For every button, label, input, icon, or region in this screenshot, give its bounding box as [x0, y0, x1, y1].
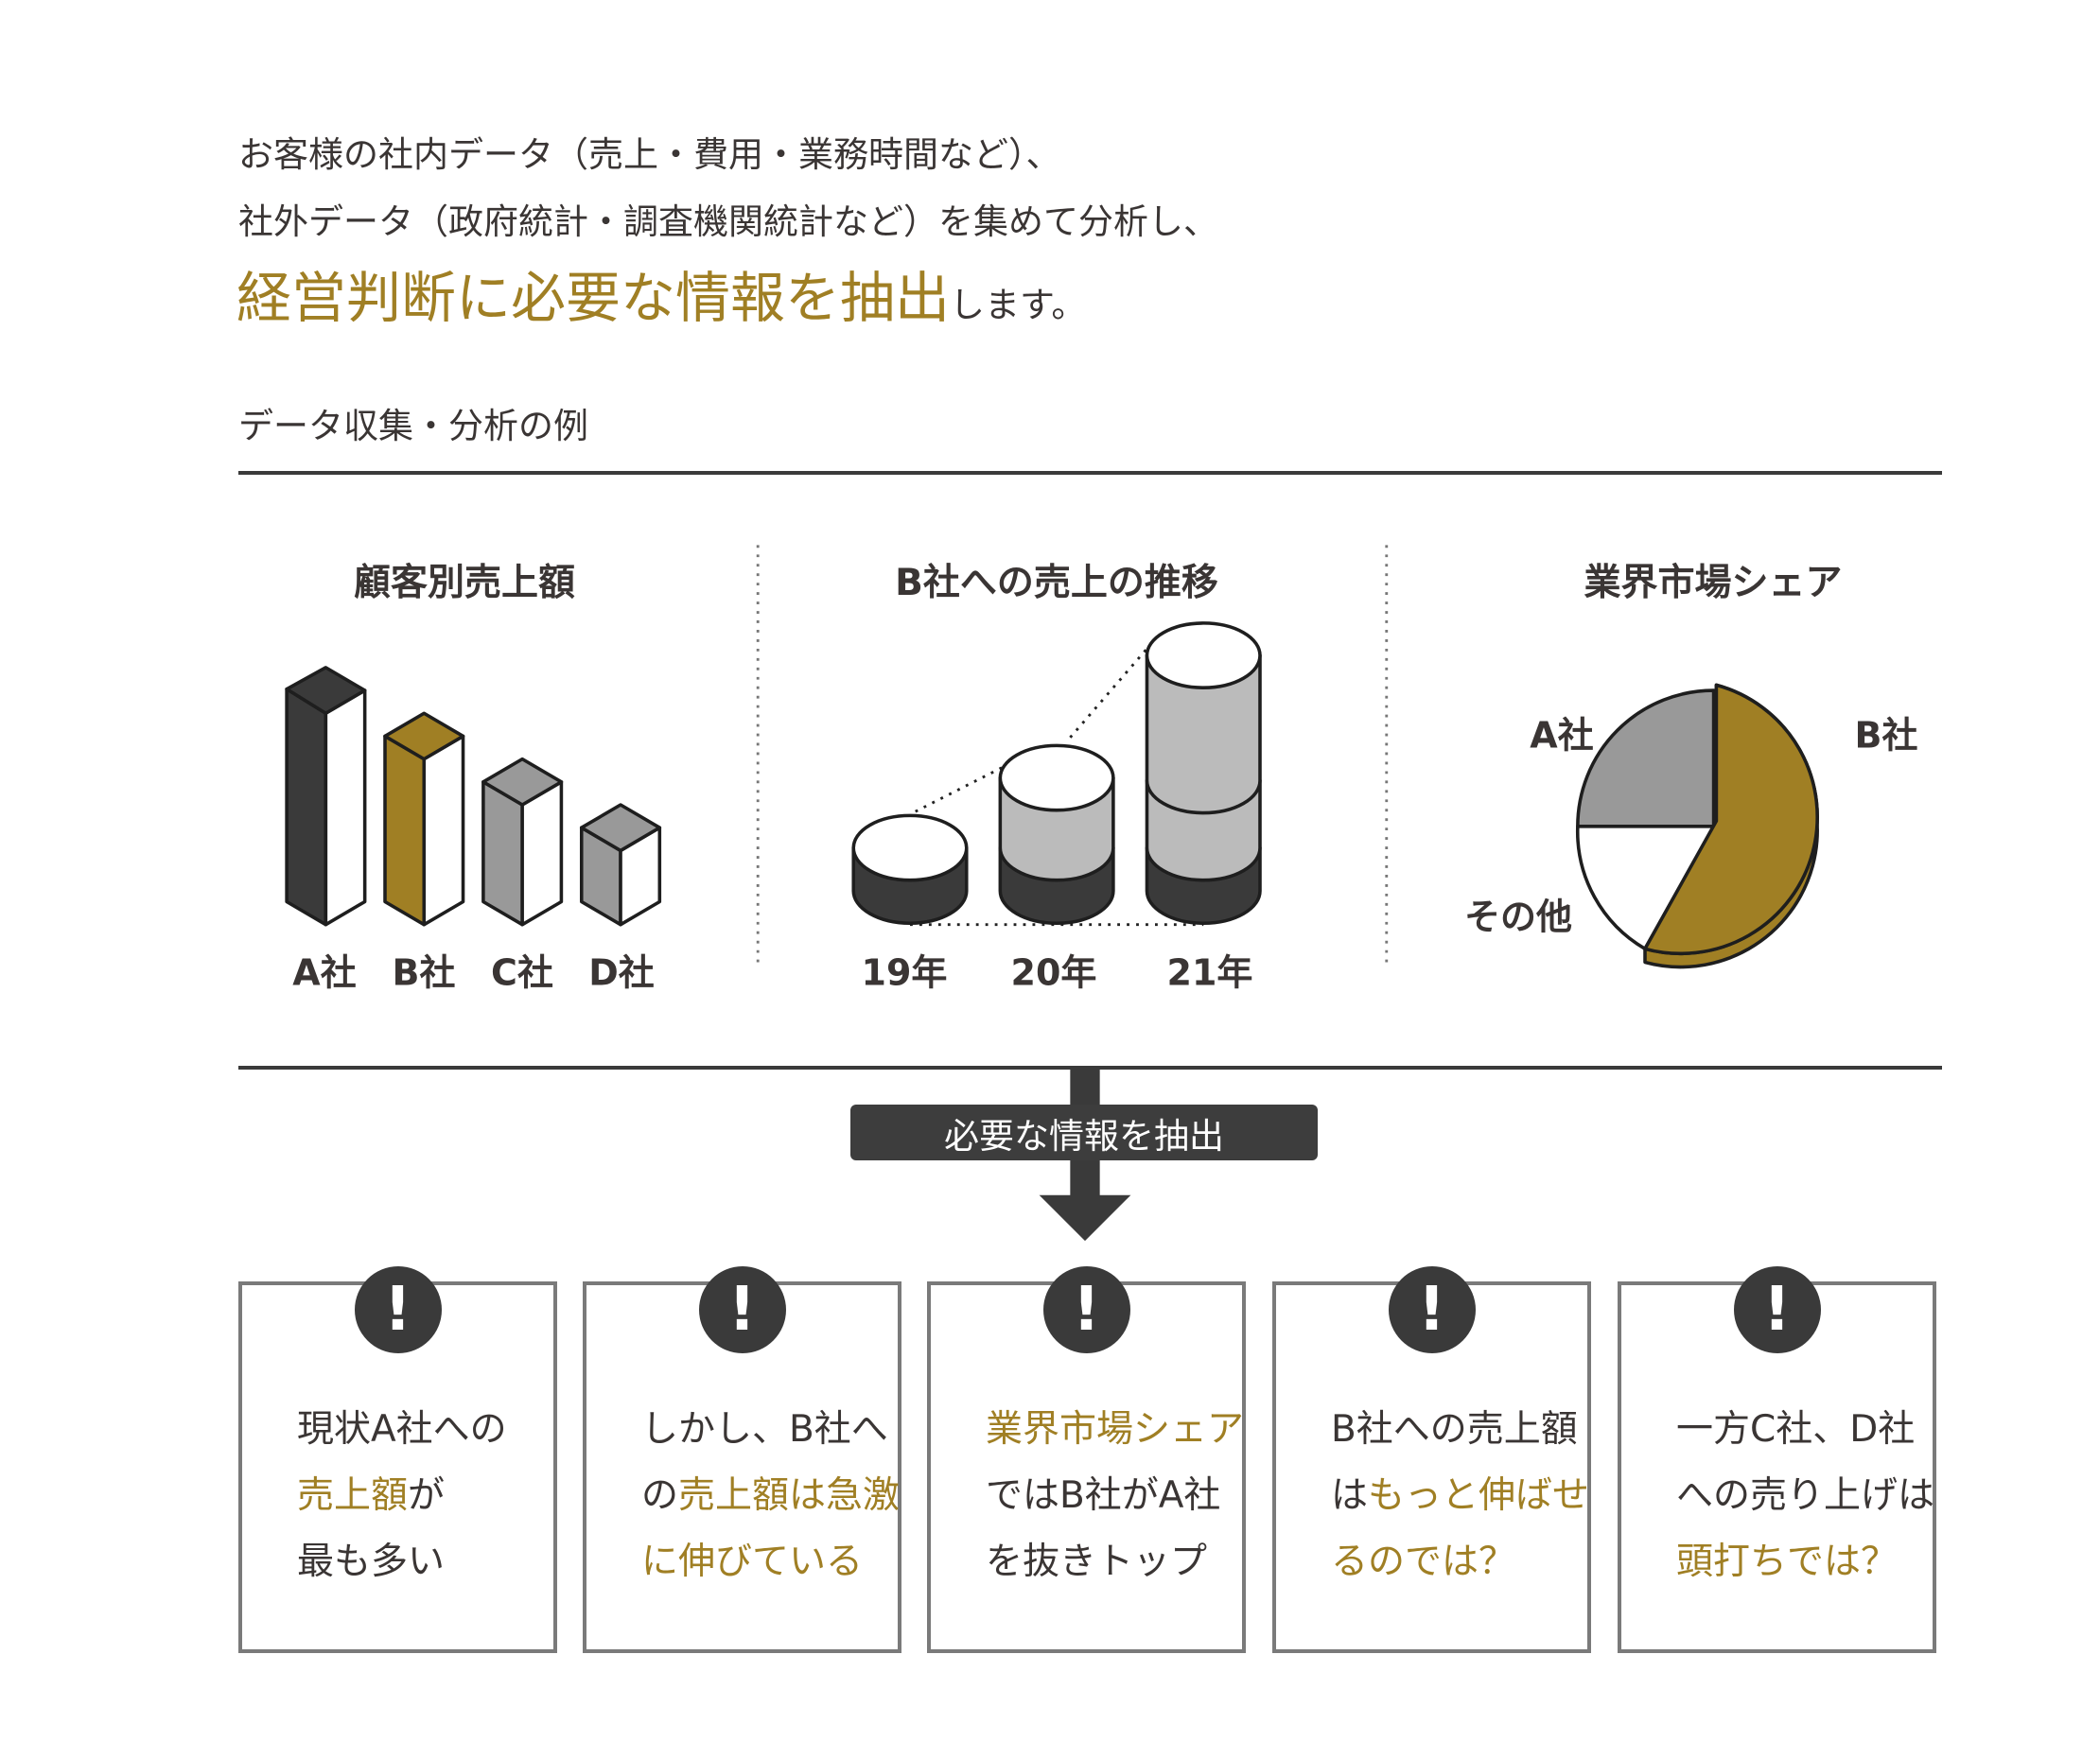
bar-label-c: C社 [491, 951, 553, 994]
insight-segment: 一方C社、D社 [1676, 1408, 1916, 1451]
intro-line-2: 社外データ（政府統計・調査機関統計など）を集めて分析し、 [238, 201, 1218, 242]
insight-card: !B社への売上額はもっと伸ばせるのでは？ [1272, 1266, 1591, 1653]
cylinder-21 [1145, 621, 1262, 926]
insight-segment: は [1331, 1474, 1369, 1517]
bar-label-a: A社 [292, 951, 357, 994]
pie-label-other: その他 [1463, 896, 1573, 938]
headline: 経営判断に必要な情報を抽出します。 [236, 253, 1086, 333]
insight-line: 一方C社、D社 [1676, 1397, 1934, 1463]
insight-line: 業界市場シェア [986, 1397, 1244, 1463]
insight-segment: しかし、B社へ [641, 1408, 888, 1451]
exclamation-icon: ! [1733, 1266, 1821, 1353]
pie-slice-other [1576, 825, 1716, 951]
arrow-head [1039, 1194, 1131, 1242]
top-divider [238, 471, 1942, 475]
bar-c [481, 757, 564, 927]
insight-highlight: 売上額は急激 [678, 1474, 901, 1517]
insight-segment: が [408, 1474, 446, 1517]
pie-chart [1576, 683, 1819, 969]
insight-segment: への売り上げは [1676, 1474, 1935, 1517]
insight-line: への売り上げは [1676, 1463, 1934, 1529]
extract-label: 必要な情報を抽出 [850, 1105, 1318, 1160]
year-label-20: 20年 [1010, 951, 1097, 994]
insight-line: 現状A社への [297, 1397, 507, 1463]
insight-text: 現状A社への売上額が最も多い [297, 1397, 507, 1595]
insight-highlight: るのでは？ [1331, 1541, 1516, 1583]
exclamation-icon: ! [1042, 1266, 1130, 1353]
cylinder-20 [998, 743, 1115, 926]
insight-line: 売上額が [297, 1463, 507, 1529]
insight-segment: ではB社がA社 [986, 1474, 1221, 1517]
insight-highlight: 業界市場シェア [986, 1408, 1245, 1451]
bar-label-d: D社 [588, 951, 655, 994]
insight-line: の売上額は急激 [641, 1463, 900, 1529]
year-label-21: 21年 [1166, 951, 1253, 994]
insight-line: B社への売上額 [1331, 1397, 1589, 1463]
year-label-19: 19年 [861, 951, 948, 994]
insight-line: るのでは？ [1331, 1529, 1589, 1595]
bar-a [285, 666, 367, 927]
intro-line-1: お客様の社内データ（売上・費用・業務時間など）、 [238, 134, 1061, 175]
pie-label-a: A社 [1530, 714, 1594, 757]
insight-card: ! 業界市場シェアではB社がA社を抜きトップ [927, 1266, 1246, 1653]
insight-highlight: 頭打ちでは？ [1676, 1541, 1899, 1583]
chart-title-customer-sales: 顧客別売上額 [353, 562, 576, 604]
insight-text: 業界市場シェアではB社がA社を抜きトップ [986, 1397, 1244, 1595]
insight-highlight: に伸びている [641, 1541, 864, 1583]
insight-card: ! 一方C社、D社への売り上げは頭打ちでは？ [1618, 1266, 1936, 1653]
insight-text: B社への売上額はもっと伸ばせるのでは？ [1331, 1397, 1589, 1595]
pie-slice-b [1643, 683, 1819, 956]
insight-line: に伸びている [641, 1529, 900, 1595]
insight-text: 一方C社、D社への売り上げは頭打ちでは？ [1676, 1397, 1934, 1595]
insight-line: しかし、B社へ [641, 1397, 900, 1463]
chart-title-b-trend: B社への売上の推移 [895, 562, 1218, 604]
insight-segment: 最も多い [297, 1541, 446, 1583]
chart-title-market-share: 業界市場シェア [1584, 562, 1843, 604]
pie-slice-a [1576, 688, 1716, 828]
insight-line: ではB社がA社 [986, 1463, 1244, 1529]
insight-highlight: もっと伸ばせ [1368, 1474, 1590, 1517]
insight-line: はもっと伸ばせ [1331, 1463, 1589, 1529]
exclamation-icon: ! [1388, 1266, 1476, 1353]
bar-label-b: B社 [392, 951, 456, 994]
bar-d [579, 803, 662, 927]
insight-line: を抜きトップ [986, 1529, 1244, 1595]
insight-segment: B社への売上額 [1331, 1408, 1578, 1451]
insight-line: 頭打ちでは？ [1676, 1529, 1934, 1595]
insight-text: しかし、B社への売上額は急激に伸びている [641, 1397, 900, 1595]
insight-card: !現状A社への売上額が最も多い [238, 1266, 557, 1653]
section-title: データ収集・分析の例 [238, 406, 588, 446]
cylinder-19 [851, 813, 969, 926]
pie-label-b: B社 [1854, 714, 1918, 757]
insight-highlight: 売上額 [297, 1474, 409, 1517]
insight-line: 最も多い [297, 1529, 507, 1595]
bottom-divider [238, 1066, 1942, 1070]
insight-segment: 現状A社への [297, 1408, 507, 1451]
insight-segment: を抜きトップ [986, 1541, 1208, 1583]
bar-b [383, 711, 465, 927]
insight-segment: の [641, 1474, 679, 1517]
exclamation-icon: ! [354, 1266, 442, 1353]
insight-card: !しかし、B社への売上額は急激に伸びている [583, 1266, 901, 1653]
exclamation-icon: ! [698, 1266, 786, 1353]
headline-accent: 経営判断に必要な情報を抽出 [236, 266, 951, 330]
headline-rest: します。 [950, 285, 1087, 325]
